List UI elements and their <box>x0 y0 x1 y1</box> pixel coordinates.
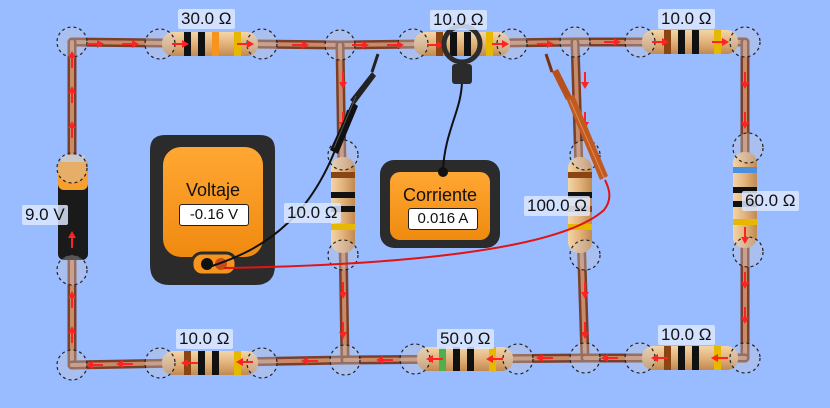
junction-24[interactable] <box>624 342 656 374</box>
junction-3[interactable] <box>324 29 356 61</box>
resistor-top-right-label: 10.0 Ω <box>658 9 715 29</box>
resistor-bottom-right-label: 10.0 Ω <box>658 325 715 345</box>
resistor-mid-left[interactable] <box>331 157 355 253</box>
junction-15[interactable] <box>56 152 88 184</box>
voltmeter-title: Voltaje <box>185 180 241 200</box>
ammeter-reading: 0.016 A <box>408 208 478 230</box>
battery-label: 9.0 V <box>22 205 68 225</box>
junction-16[interactable] <box>56 254 88 286</box>
junction-20[interactable] <box>329 344 361 376</box>
junction-23[interactable] <box>569 342 601 374</box>
junction-22[interactable] <box>502 343 534 375</box>
ammeter-title: Corriente <box>402 185 478 205</box>
resistor-top-mid-label: 10.0 Ω <box>430 10 487 30</box>
junction-12[interactable] <box>569 239 601 271</box>
junction-6[interactable] <box>559 26 591 58</box>
resistor-right-label: 60.0 Ω <box>742 191 799 211</box>
ammeter-cable <box>442 79 463 171</box>
resistor-bottom-left-label: 10.0 Ω <box>176 329 233 349</box>
current-arrows <box>68 38 749 369</box>
junction-18[interactable] <box>144 347 176 379</box>
junction-8[interactable] <box>729 26 761 58</box>
resistor-mid-left-label: 10.0 Ω <box>284 203 341 223</box>
battery[interactable] <box>58 155 88 260</box>
junction-1[interactable] <box>144 28 176 60</box>
junction-7[interactable] <box>624 26 656 58</box>
junction-5[interactable] <box>496 28 528 60</box>
junction-25[interactable] <box>729 342 761 374</box>
resistor-bottom-mid-label: 50.0 Ω <box>437 329 494 349</box>
voltmeter-reading: -0.16 V <box>179 204 249 226</box>
junction-4[interactable] <box>397 28 429 60</box>
junction-2[interactable] <box>246 28 278 60</box>
junction-0[interactable] <box>56 26 88 58</box>
red-probe-lead <box>223 179 611 269</box>
junction-13[interactable] <box>732 132 764 164</box>
junction-layer <box>56 26 764 381</box>
voltmeter-black-jack[interactable] <box>201 258 213 270</box>
junction-10[interactable] <box>327 239 359 271</box>
resistor-top-left-label: 30.0 Ω <box>178 9 235 29</box>
junction-19[interactable] <box>246 347 278 379</box>
black-probe[interactable] <box>330 53 380 154</box>
red-probe[interactable] <box>544 53 608 180</box>
junction-21[interactable] <box>399 343 431 375</box>
junction-17[interactable] <box>56 349 88 381</box>
junction-14[interactable] <box>732 236 764 268</box>
resistor-mid-right-label: 100.0 Ω <box>524 196 590 216</box>
